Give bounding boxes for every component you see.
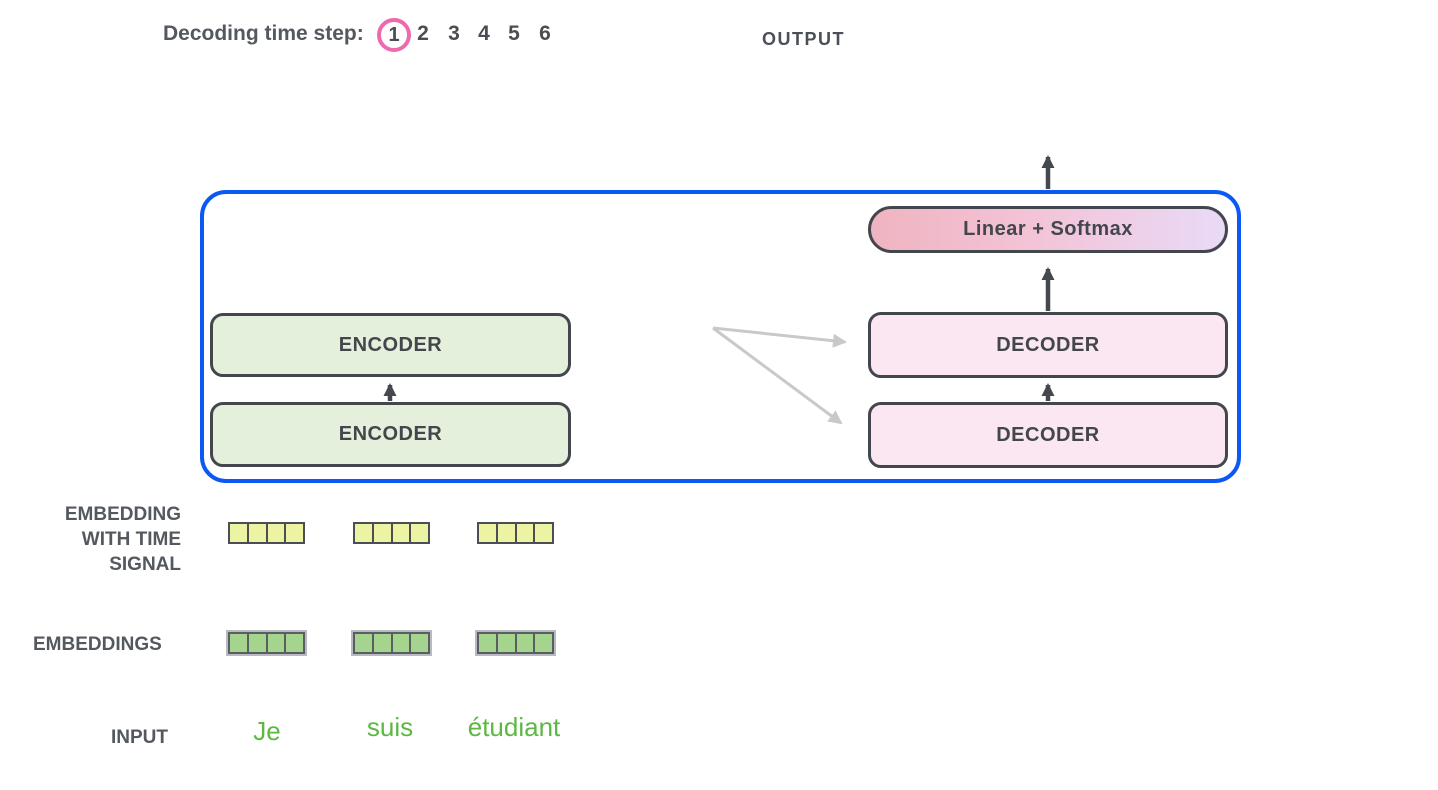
label-line: WITH TIME	[81, 529, 181, 550]
vector-cell	[495, 634, 515, 652]
time-step-6[interactable]: 6	[539, 22, 551, 45]
transformer-container-outline	[200, 190, 1241, 483]
time-signal-vector-3	[477, 522, 554, 544]
linear-softmax-block: Linear + Softmax	[868, 206, 1228, 253]
embedding-vector-3	[477, 632, 554, 654]
decoder-block-top: DECODER	[868, 312, 1228, 378]
vector-cell	[284, 634, 303, 652]
decoder-label: DECODER	[996, 333, 1100, 356]
embedding-vector-1	[228, 632, 305, 654]
encoder-block-bottom: ENCODER	[210, 402, 571, 467]
vector-cell	[533, 524, 552, 542]
time-signal-vector-1	[228, 522, 305, 544]
input-label: INPUT	[111, 727, 168, 748]
decoding-time-step-label: Decoding time step:	[163, 22, 364, 45]
embedding-with-time-signal-label: EMBEDDING WITH TIME SIGNAL	[30, 502, 181, 577]
label-line: SIGNAL	[109, 554, 181, 575]
encoder-label: ENCODER	[338, 423, 443, 445]
input-token-je: Je	[253, 716, 281, 746]
vector-cell	[355, 524, 372, 542]
vector-cell	[409, 634, 428, 652]
decoder-label: DECODER	[996, 423, 1100, 446]
embedding-vector-2	[353, 632, 430, 654]
vector-cell	[371, 634, 391, 652]
vector-cell	[246, 524, 266, 542]
vector-cell	[495, 524, 515, 542]
time-step-5[interactable]: 5	[508, 22, 520, 45]
vector-cell	[390, 634, 410, 652]
time-signal-vector-2	[353, 522, 430, 544]
vector-cell	[390, 524, 410, 542]
input-token-suis: suis	[366, 712, 414, 742]
vector-cell	[246, 634, 266, 652]
vector-cell	[230, 634, 247, 652]
vector-cell	[265, 634, 285, 652]
input-token-etudiant: étudiant	[467, 712, 561, 742]
vector-cell	[265, 524, 285, 542]
label-line: EMBEDDING	[64, 504, 181, 525]
vector-cell	[514, 634, 534, 652]
vector-cell	[284, 524, 303, 542]
vector-cell	[514, 524, 534, 542]
decoder-block-bottom: DECODER	[868, 402, 1228, 468]
vector-cell	[355, 634, 372, 652]
vector-cell	[230, 524, 247, 542]
encoder-block-top: ENCODER	[210, 313, 571, 377]
time-step-4[interactable]: 4	[478, 22, 490, 45]
linear-softmax-label: Linear + Softmax	[963, 218, 1133, 240]
vector-cell	[533, 634, 552, 652]
embeddings-label: EMBEDDINGS	[33, 634, 162, 655]
vector-cell	[409, 524, 428, 542]
time-step-2[interactable]: 2	[417, 22, 429, 45]
vector-cell	[371, 524, 391, 542]
time-step-3[interactable]: 3	[448, 22, 460, 45]
encoder-label: ENCODER	[338, 333, 443, 356]
vector-cell	[479, 524, 496, 542]
time-step-1-active[interactable]: 1	[377, 18, 411, 52]
vector-cell	[479, 634, 496, 652]
output-label: OUTPUT	[762, 29, 845, 49]
